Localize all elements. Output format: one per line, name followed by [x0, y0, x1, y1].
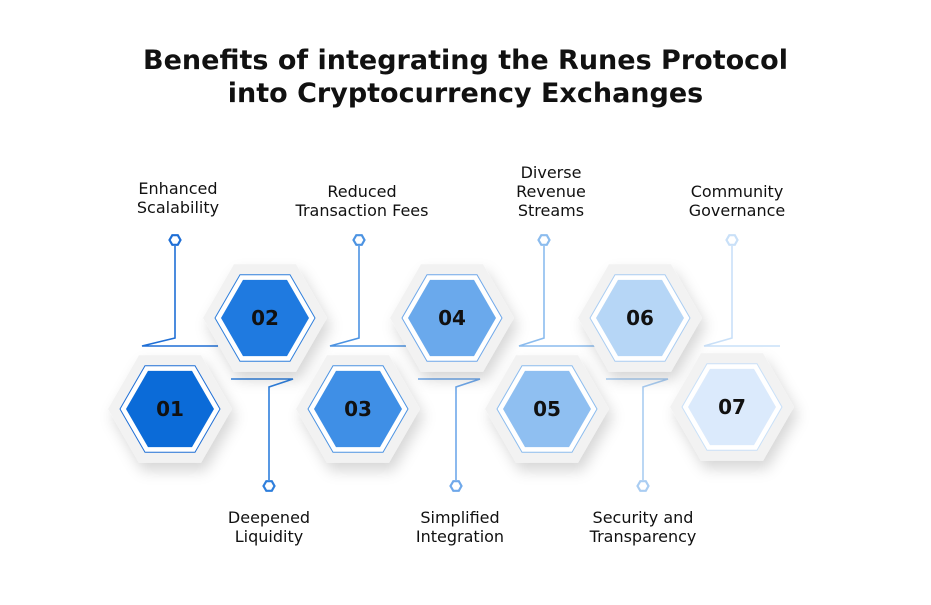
step-label-line: Transaction Fees: [295, 201, 429, 220]
marker-dot-03: [352, 234, 366, 246]
title-line-2: into Cryptocurrency Exchanges: [227, 78, 704, 109]
hexagon-fill: [126, 370, 214, 448]
step-label-line: Community: [691, 182, 784, 201]
step-label-line: Governance: [689, 201, 786, 220]
hexagon-step-04: 04: [390, 264, 514, 372]
step-label-line: Enhanced: [138, 179, 217, 198]
marker-dot-01: [168, 234, 182, 246]
marker-dot-04: [449, 480, 463, 492]
hexagon-step-07: 07: [670, 353, 794, 461]
step-label-line: Diverse: [521, 163, 582, 182]
step-label-line: Liquidity: [235, 527, 303, 546]
hexagon-step-03: 03: [296, 355, 420, 463]
marker-dot-02: [262, 480, 276, 492]
connector-line-02: [231, 378, 294, 480]
hexagon-fill: [503, 370, 591, 448]
hexagon-fill: [596, 279, 684, 357]
connector-line-07: [703, 246, 780, 347]
connector-line-04: [418, 378, 481, 480]
marker-dot-06: [636, 480, 650, 492]
step-number: 03: [344, 397, 372, 421]
step-number: 06: [626, 306, 654, 330]
hexagon-step-06: 06: [578, 264, 702, 372]
title-line-1: Benefits of integrating the Runes Protoc…: [143, 45, 788, 76]
hexagon-step-05: 05: [485, 355, 609, 463]
step-label-line: Integration: [416, 527, 504, 546]
step-label-line: Revenue: [516, 182, 586, 201]
marker-dot-07: [725, 234, 739, 246]
step-number: 05: [533, 397, 561, 421]
hexagon-fill: [314, 370, 402, 448]
step-label-line: Reduced: [327, 182, 396, 201]
step-label-line: Streams: [518, 201, 584, 220]
step-number: 01: [156, 397, 184, 421]
hexagon-step-02: 02: [203, 264, 327, 372]
marker-dot-05: [537, 234, 551, 246]
step-label-line: Deepened: [228, 508, 310, 527]
hexagon-fill: [221, 279, 309, 357]
step-label-line: Security and: [593, 508, 694, 527]
step-number: 07: [718, 395, 746, 419]
step-number: 02: [251, 306, 279, 330]
connector-line-01: [141, 246, 218, 347]
step-number: 04: [438, 306, 466, 330]
step-label-line: Simplified: [420, 508, 499, 527]
hexagon-fill: [408, 279, 496, 357]
connector-line-03: [329, 246, 406, 347]
connector-line-06: [606, 378, 669, 480]
step-label-line: Scalability: [137, 198, 219, 217]
hexagon-step-01: 01: [108, 355, 232, 463]
hexagon-fill: [688, 368, 776, 446]
step-label-line: Transparency: [589, 527, 697, 546]
connector-line-05: [518, 246, 595, 347]
